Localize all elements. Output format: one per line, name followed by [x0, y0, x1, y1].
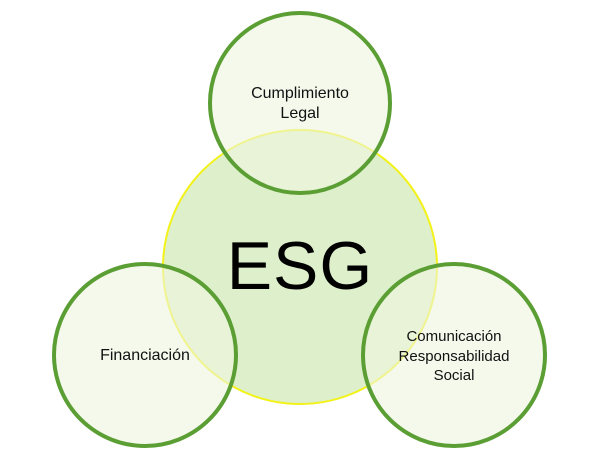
center-label: ESG: [226, 228, 374, 304]
left-label: Financiación: [55, 346, 235, 366]
right-label-line-3: Social: [433, 367, 475, 384]
right-circle: [361, 262, 547, 448]
right-label-line-1: Comunicación: [406, 328, 502, 345]
left-circle: [52, 262, 238, 448]
left-label-line-1: Financiación: [100, 347, 190, 364]
top-circle: [208, 11, 392, 195]
top-label-line-2: Legal: [280, 105, 320, 122]
right-label: Comunicación Responsabilidad Social: [364, 327, 544, 386]
top-label-line-1: Cumplimiento: [251, 85, 349, 102]
top-label: Cumplimiento Legal: [210, 84, 390, 124]
right-label-line-2: Responsabilidad: [398, 347, 510, 365]
